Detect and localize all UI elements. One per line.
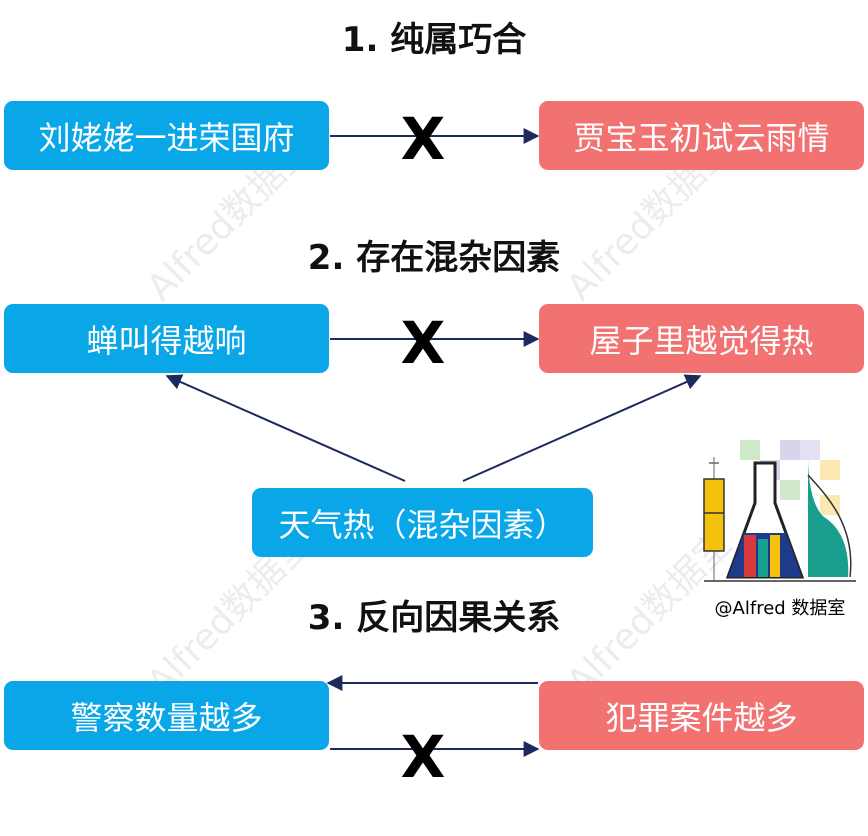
section-1-left-box: 刘姥姥一进荣国府 — [4, 101, 329, 170]
section-2-right-box: 屋子里越觉得热 — [539, 304, 864, 373]
section-3-left-box: 警察数量越多 — [4, 681, 329, 750]
confounder-box: 天气热（混杂因素） — [252, 488, 593, 557]
arrow-confounder-right — [462, 374, 702, 482]
section-2-title: 2. 存在混杂因素 — [307, 238, 561, 278]
section-1-cross-mark: X — [400, 105, 446, 173]
section-3-right-box: 犯罪案件越多 — [539, 681, 864, 750]
section-1-title: 1. 纯属巧合 — [341, 20, 527, 60]
section-3-cross-mark: X — [400, 723, 446, 791]
logo-caption: @Alfred 数据室 — [714, 598, 846, 619]
arrow-confounder-left — [165, 374, 406, 482]
alfred-logo-icon — [703, 440, 856, 582]
section-3-title: 3. 反向因果关系 — [307, 598, 561, 638]
section-2-left-box: 蝉叫得越响 — [4, 304, 329, 373]
section-1-right-box: 贾宝玉初试云雨情 — [539, 101, 864, 170]
section-2-cross-mark: X — [400, 309, 446, 377]
